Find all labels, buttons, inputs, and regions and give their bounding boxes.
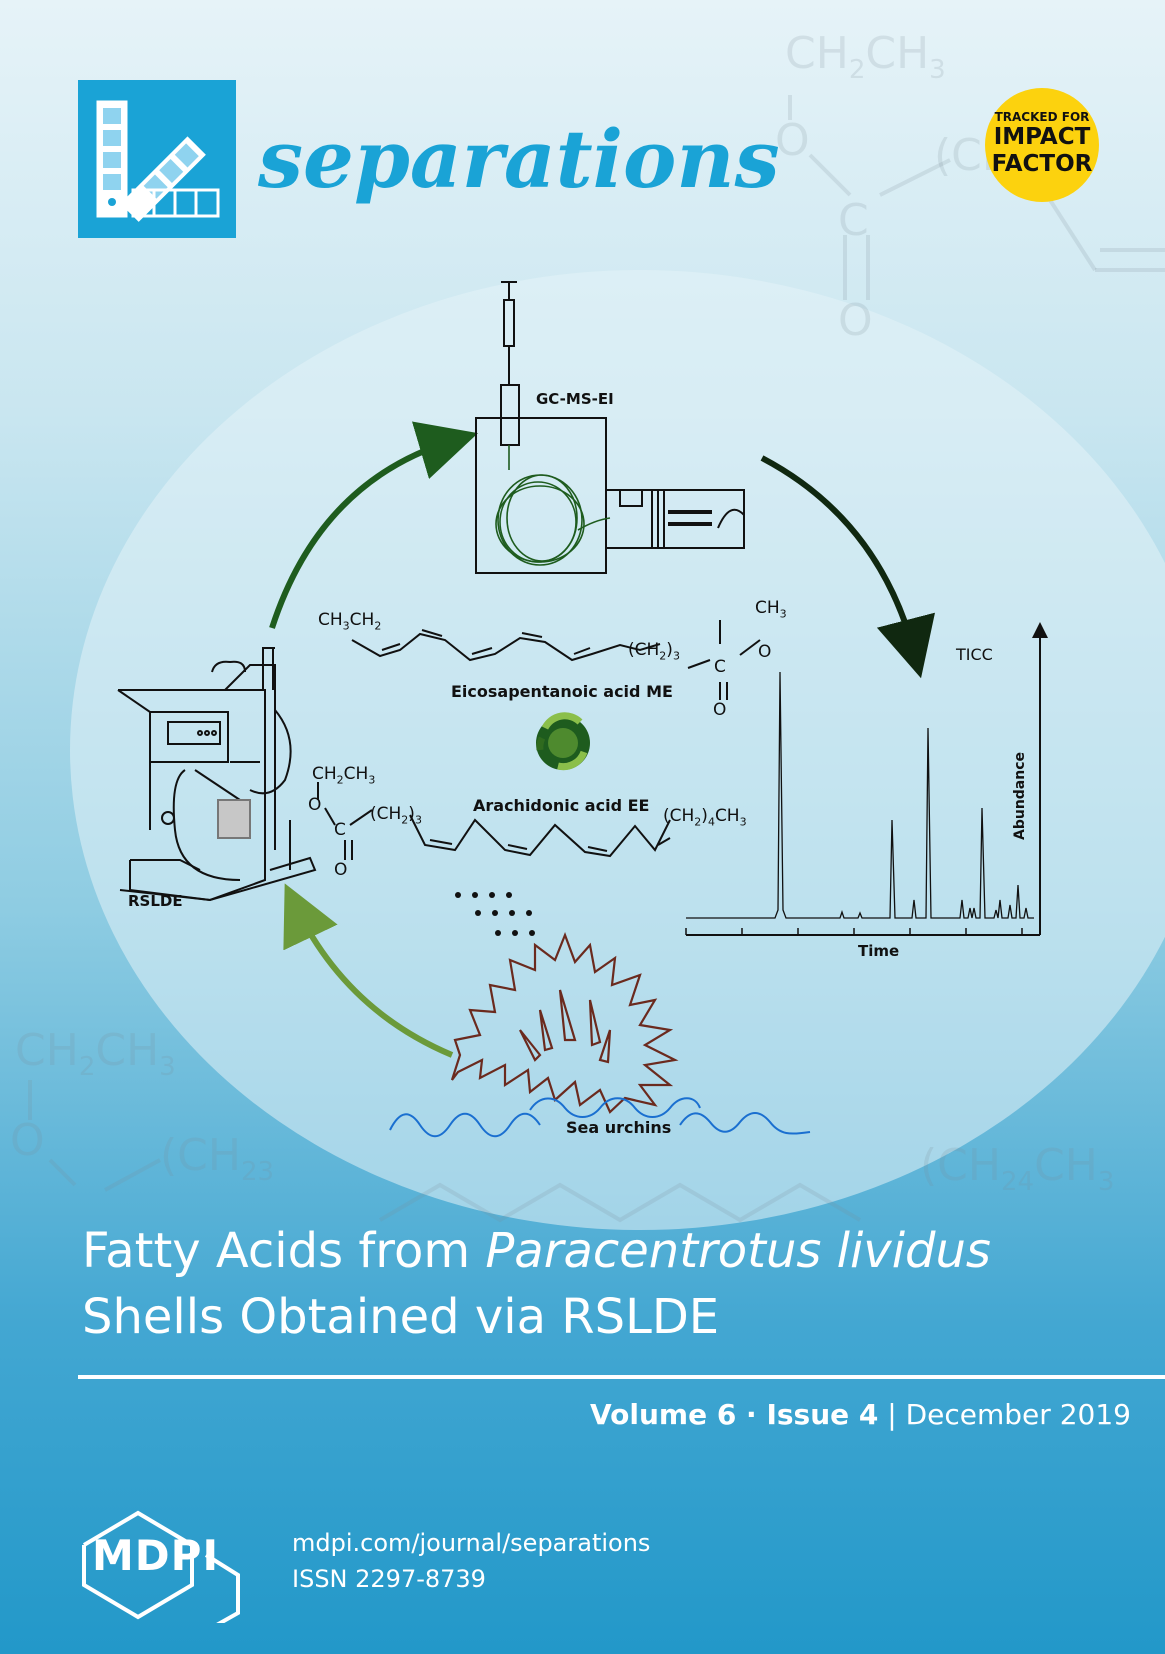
chem-c-bottom: C: [334, 820, 346, 840]
volume-label: Volume 6: [590, 1398, 737, 1431]
issue-label: Issue 4: [766, 1398, 879, 1431]
recycle-icon: [536, 712, 590, 771]
article-title: Fatty Acids from Paracentrotus lividus S…: [82, 1218, 1122, 1350]
gcms-label: GC-MS-EI: [536, 390, 614, 408]
arrow-urchin-to-rslde: [283, 883, 454, 1058]
chem-ch2ch3-bottom: CH2CH3: [312, 764, 376, 787]
sea-urchin-icon: [450, 931, 679, 1114]
title-line1: Fatty Acids from Paracentrotus lividus: [82, 1223, 991, 1279]
issue-info: Volume 6 · Issue 4 | December 2019: [590, 1398, 1131, 1431]
badge-line2: IMPACT: [993, 124, 1091, 150]
arrow-rslde-to-gcms: [269, 421, 479, 629]
sea-urchins-label: Sea urchins: [566, 1118, 672, 1137]
chem-ch3ch2: CH3CH2: [318, 610, 382, 633]
chem-c-top: C: [714, 657, 726, 677]
chem-o-ester-bottom: O: [308, 795, 322, 815]
chem-o-carbonyl-bottom: O: [334, 860, 348, 880]
arrow-gcms-to-ticc: [760, 455, 935, 679]
bg-chem-o-bottom: O: [10, 1115, 45, 1166]
eicosapentanoic-acid-structure: [351, 620, 761, 700]
waves-decoration: [389, 1097, 811, 1138]
chem-ch2-3-bottom: (CH2)3: [370, 804, 422, 827]
compound2-label: Arachidonic acid EE: [473, 796, 650, 815]
chem-ch2-4ch3: (CH2)4CH3: [663, 806, 747, 829]
footer-info: mdpi.com/journal/separations ISSN 2297-8…: [292, 1525, 650, 1597]
bg-chem-o2-top: O: [838, 295, 873, 346]
species-name: Paracentrotus lividus: [485, 1223, 991, 1279]
badge-line3: FACTOR: [991, 151, 1093, 177]
bg-chem-o-top: O: [775, 115, 810, 166]
gcms-instrument-icon: [475, 281, 745, 574]
time-axis-label: Time: [858, 942, 900, 960]
badge-line1: TRACKED FOR: [994, 110, 1090, 124]
chem-o-carbonyl-top: O: [713, 700, 727, 720]
rslde-extractor-icon: [117, 647, 317, 902]
issn: ISSN 2297-8739: [292, 1565, 486, 1593]
journal-url[interactable]: mdpi.com/journal/separations: [292, 1529, 651, 1557]
bg-chem-ch2-3-bottom: (CH23: [160, 1130, 275, 1187]
publisher-name: MDPI: [92, 1531, 220, 1580]
journal-name: separations: [258, 112, 780, 206]
compound1-label: Eicosapentanoic acid ME: [451, 682, 673, 701]
mdpi-logo-icon: [82, 1510, 240, 1623]
chem-ch2-3-top: (CH2)3: [628, 640, 680, 663]
chromatogram-chart: [685, 622, 1048, 936]
separations-logo-icon: [78, 80, 236, 238]
rslde-label: RSLDE: [128, 892, 183, 910]
impact-factor-badge: TRACKED FOR IMPACT FACTOR: [985, 88, 1099, 202]
bg-chem-ch2-4ch3-bottom: (CH24CH3: [920, 1140, 1115, 1197]
dots-decoration: [455, 892, 535, 936]
title-line2: Shells Obtained via RSLDE: [82, 1289, 720, 1345]
issue-date: December 2019: [905, 1398, 1131, 1431]
bg-chem-ch2ch3-bottom: CH2CH3: [15, 1025, 176, 1082]
bg-chem-ch2ch3-top: CH2CH3: [785, 28, 946, 85]
abundance-axis-label: Abundance: [1012, 751, 1028, 840]
ticc-label: TICC: [956, 645, 993, 664]
bg-chem-c-top: C: [838, 195, 869, 246]
title-divider: [78, 1375, 1165, 1379]
arachidonic-acid-structure: [317, 782, 671, 860]
chem-ch3-top: CH3: [755, 598, 787, 621]
chem-o-ester-top: O: [758, 642, 772, 662]
